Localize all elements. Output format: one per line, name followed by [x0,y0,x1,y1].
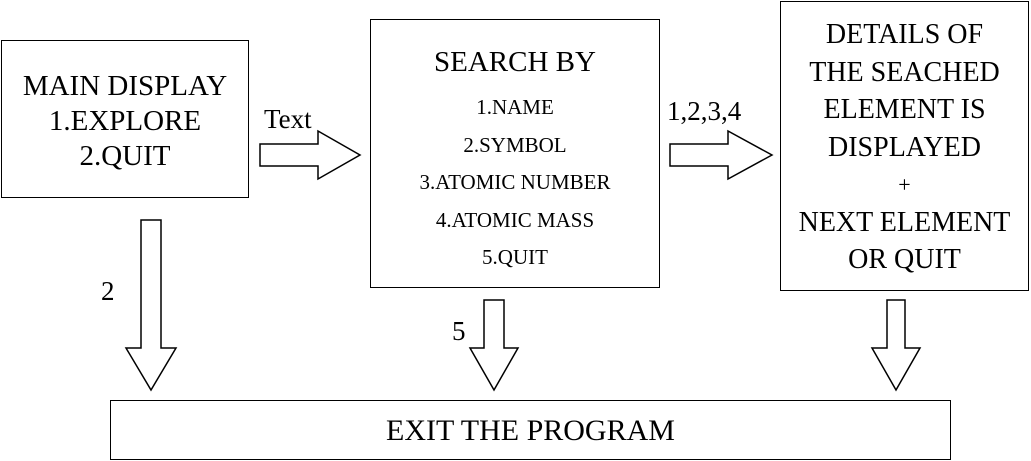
main-display-box: MAIN DISPLAY 1.EXPLORE 2.QUIT [1,40,249,198]
main-display-title: MAIN DISPLAY [22,70,228,102]
details-box: DETAILS OF THE SEACHED ELEMENT IS DISPLA… [780,1,1029,291]
exit-label: EXIT THE PROGRAM [386,414,675,447]
details-plus: + [898,172,911,197]
label-1234: 1,2,3,4 [667,96,742,126]
details-line-6: NEXT ELEMENT [798,206,1011,238]
arrow-search-to-details [669,129,774,181]
arrow-details-to-exit [870,299,922,392]
search-option-atomic-number: 3.ATOMIC NUMBER [419,170,611,194]
arrow-search-to-exit [468,299,520,392]
details-line-4: DISPLAYED [828,131,981,163]
arrow-main-to-exit [124,219,178,392]
search-option-symbol: 2.SYMBOL [463,132,567,157]
search-option-atomic-mass: 4.ATOMIC MASS [435,207,595,232]
label-2: 2 [101,276,115,306]
arrow-main-to-search [259,129,362,181]
label-text: Text [264,104,312,134]
search-option-name: 1.NAME [476,95,554,119]
details-line-3: ELEMENT IS [823,94,986,125]
main-display-option-quit: 2.QUIT [79,140,171,172]
details-line-7: OR QUIT [848,244,961,275]
main-display-option-explore: 1.EXPLORE [48,105,202,137]
search-option-quit: 5.QUIT [482,245,548,269]
exit-box: EXIT THE PROGRAM [110,400,951,460]
details-line-1: DETAILS OF [825,19,984,50]
search-by-box: SEARCH BY 1.NAME 2.SYMBOL 3.ATOMIC NUMBE… [370,19,660,288]
search-by-title: SEARCH BY [434,46,596,78]
label-5: 5 [452,316,466,346]
details-line-2: THE SEACHED [809,56,1000,88]
